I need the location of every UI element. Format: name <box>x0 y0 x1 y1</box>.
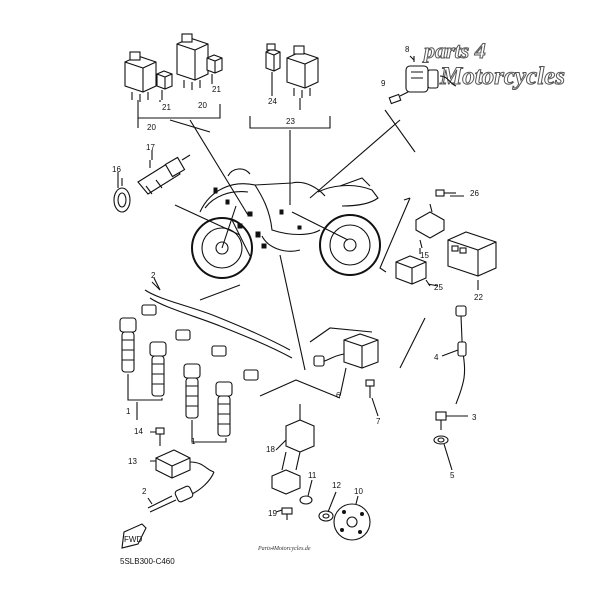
callout-17: 17 <box>146 143 155 152</box>
sensor-lead-4[interactable] <box>455 305 467 405</box>
callout-25: 25 <box>434 283 443 292</box>
callout-20: 20 <box>198 101 207 110</box>
bolt-26[interactable] <box>435 189 456 197</box>
relay-group-23-24[interactable] <box>249 43 331 205</box>
callout-10: 10 <box>354 487 363 496</box>
coil-1a[interactable] <box>119 317 137 373</box>
watermark-small: Parts4Motorcycles.de <box>257 545 311 552</box>
sensor-6[interactable] <box>313 333 379 369</box>
bolt-19[interactable] <box>281 507 293 520</box>
callout-21: 21 <box>162 103 171 112</box>
gasket-16[interactable] <box>113 187 131 213</box>
ecu-22[interactable] <box>447 231 497 277</box>
callout-1: 1 <box>191 437 196 446</box>
unit-25[interactable] <box>395 255 427 285</box>
sensor-15[interactable] <box>415 203 445 249</box>
right-units[interactable] <box>379 189 497 290</box>
callout-2: 2 <box>151 271 156 280</box>
callout-5: 5 <box>450 471 455 480</box>
coil-1b[interactable] <box>149 341 167 397</box>
callout-15: 15 <box>420 251 429 260</box>
callout-14: 14 <box>134 427 143 436</box>
relay-20-left[interactable] <box>124 51 157 102</box>
fwd-arrow: FWD <box>121 523 147 549</box>
bolt-9[interactable] <box>388 91 409 105</box>
relay-21-right[interactable] <box>206 54 223 74</box>
callout-19: 19 <box>268 509 277 518</box>
callout-7: 7 <box>376 417 381 426</box>
ignition-coils-1[interactable] <box>119 317 233 443</box>
coil-1d[interactable] <box>215 381 233 437</box>
callout-13: 13 <box>128 457 137 466</box>
diagram-code: 5SLB300-C460 <box>120 557 175 566</box>
callout-20: 20 <box>147 123 156 132</box>
cable-2-bottom[interactable] <box>147 471 215 513</box>
bolt-14[interactable] <box>155 427 165 446</box>
plate-10[interactable] <box>333 503 371 541</box>
motorcycle-outline <box>191 168 381 279</box>
callout-numbers: 20 21 20 21 24 23 8 9 16 17 26 15 25 22 … <box>112 45 483 518</box>
washer-12[interactable] <box>318 510 334 522</box>
bolt-3[interactable] <box>435 411 447 430</box>
coil-1c[interactable] <box>183 363 201 419</box>
fwd-label: FWD <box>124 535 142 544</box>
sensor-bracket-18[interactable] <box>271 419 315 495</box>
callout-23: 23 <box>286 117 295 126</box>
callout-21: 21 <box>212 85 221 94</box>
callout-6: 6 <box>336 391 341 400</box>
callout-3: 3 <box>472 413 477 422</box>
switch-8[interactable] <box>405 56 457 93</box>
watermark-line2: Motorcycles <box>439 63 565 90</box>
sensor-17[interactable] <box>137 154 191 195</box>
callout-24: 24 <box>268 97 277 106</box>
callout-12: 12 <box>332 481 341 490</box>
watermark-logo: parts 4 Motorcycles <box>422 38 566 91</box>
callout-18: 18 <box>266 445 275 454</box>
callout-2: 2 <box>142 487 147 496</box>
callout-26: 26 <box>470 189 479 198</box>
relay-23[interactable] <box>286 45 319 98</box>
relay-24[interactable] <box>265 43 281 72</box>
relay-group-20-21[interactable] <box>124 33 249 216</box>
callout-22: 22 <box>474 293 483 302</box>
washer-5[interactable] <box>433 435 449 445</box>
leader-lines <box>117 55 468 513</box>
sensor-13[interactable] <box>155 449 215 479</box>
callout-16: 16 <box>112 165 121 174</box>
washer-11[interactable] <box>299 495 313 505</box>
callout-1: 1 <box>126 407 131 416</box>
callout-11: 11 <box>308 471 317 480</box>
wire-harness-2[interactable] <box>141 281 293 381</box>
watermark-line1: parts 4 <box>422 38 486 63</box>
relay-21-left[interactable] <box>156 70 173 90</box>
callout-4: 4 <box>434 353 439 362</box>
bolt-7[interactable] <box>365 379 375 398</box>
callout-9: 9 <box>381 79 386 88</box>
callout-8: 8 <box>405 45 410 54</box>
relay-20-right[interactable] <box>176 33 209 90</box>
